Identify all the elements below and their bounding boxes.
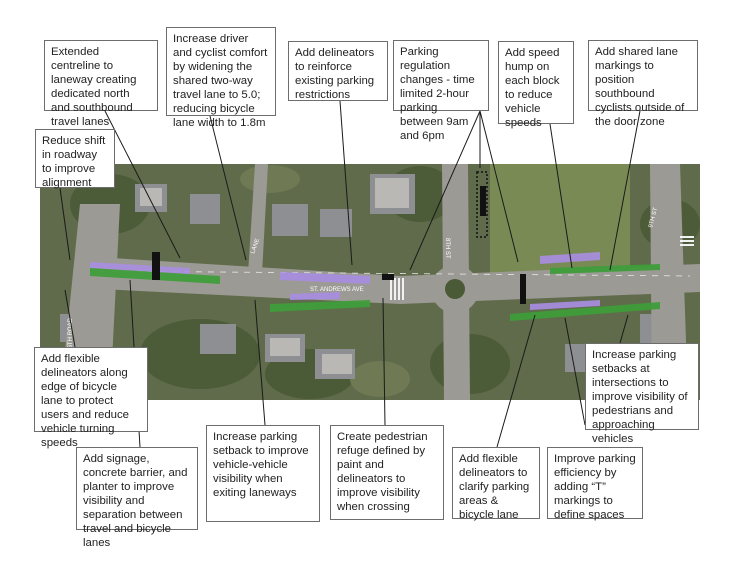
callout-t-markings: Improve parking efficiency by adding “T”… [547, 447, 643, 521]
callout-parking-regulation: Parking regulation changes - time limite… [393, 40, 489, 142]
callout-refuge: Create pedestrian refuge defined by pain… [330, 425, 444, 520]
street-label-andrews: ST. ANDREWS AVE [310, 287, 364, 293]
callout-setbacks-intersections: Increase parking setbacks at intersectio… [585, 343, 699, 445]
callout-centreline: Extended centreline to laneway creating … [44, 40, 158, 128]
callout-reduce-shift: Reduce shift in roadway to improve align… [35, 129, 115, 189]
callout-signage: Add signage, concrete barrier, and plant… [76, 447, 198, 549]
street-label-lane: LANE [250, 238, 261, 255]
callout-setback-laneways: Increase parking setback to improve vehi… [206, 425, 320, 522]
street-label-eighth: 8TH ST [444, 238, 450, 259]
callout-delineators-parking: Add delineators to reinforce existing pa… [288, 41, 388, 101]
callout-shared-lane: Add shared lane markings to position sou… [588, 40, 698, 128]
callout-comfort: Increase driver and cyclist comfort by w… [166, 27, 276, 129]
street-label-ninth: 9TH ST [648, 207, 659, 229]
callout-flexible-edge: Add flexible delineators along edge of b… [34, 347, 148, 449]
callout-speed-hump: Add speed hump on each block to reduce v… [498, 41, 574, 129]
callout-flexible-parking: Add flexible delineators to clarify park… [452, 447, 540, 521]
